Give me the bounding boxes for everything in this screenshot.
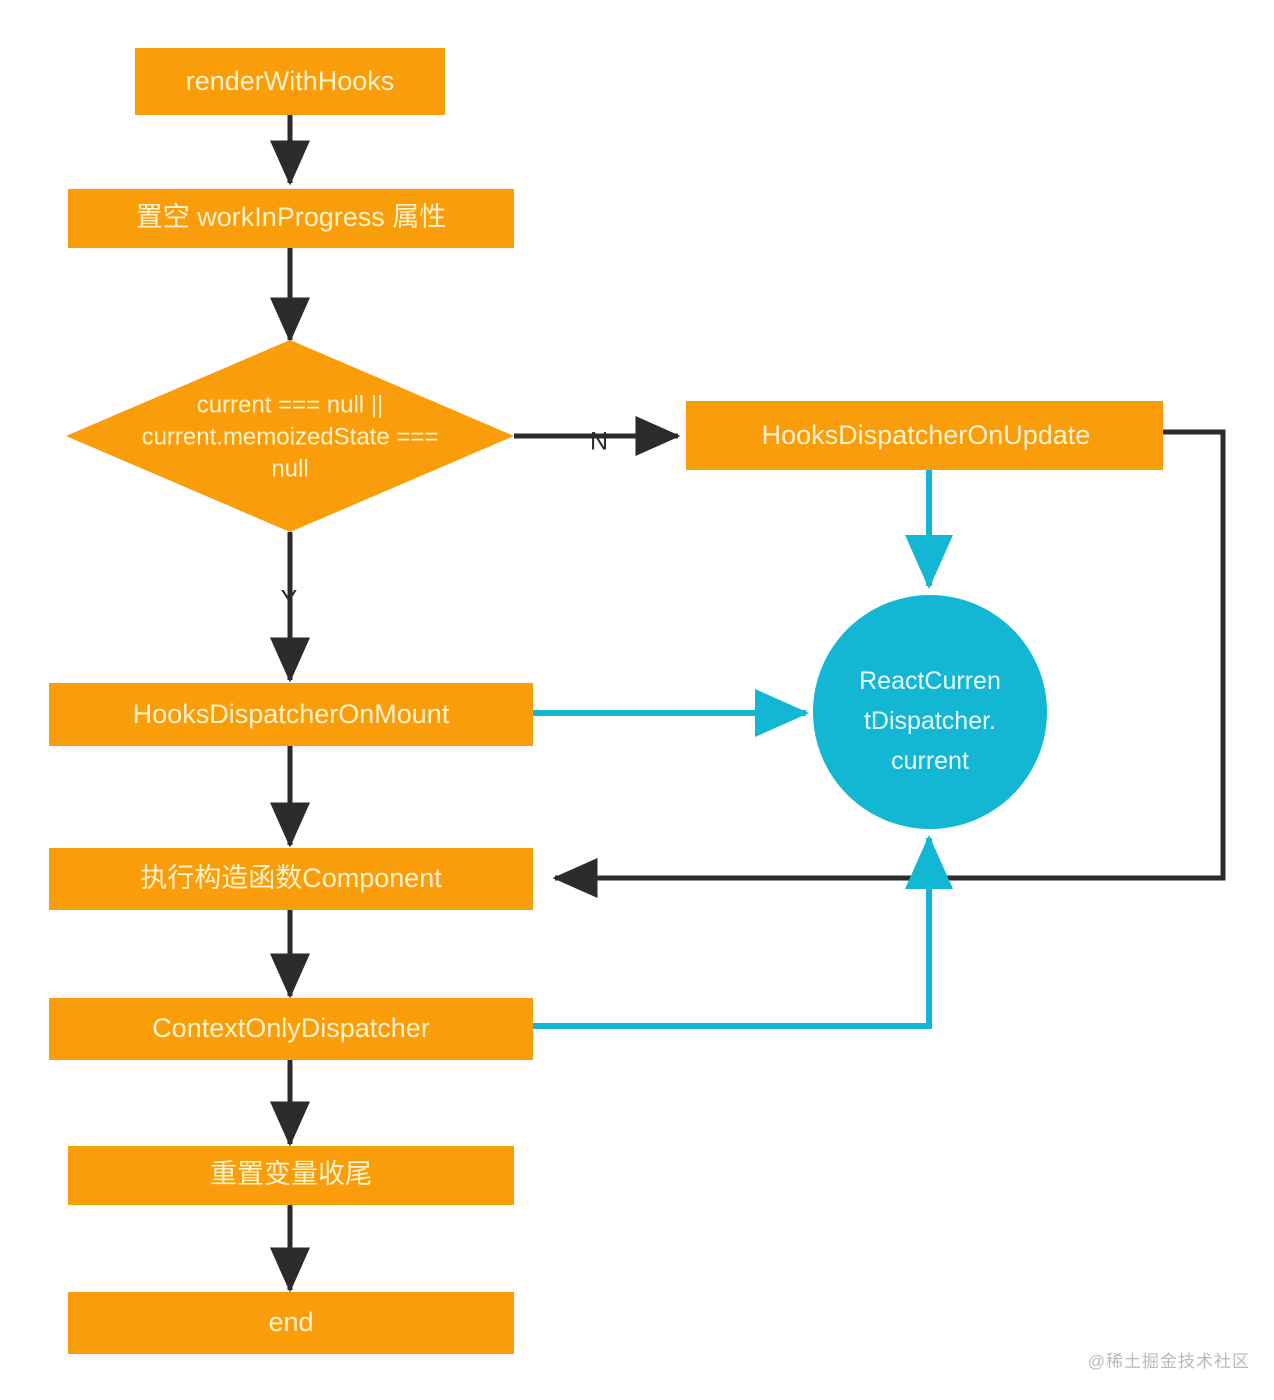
node-label-end: end xyxy=(268,1307,313,1337)
node-label-hooks-dispatcher-on-mount: HooksDispatcherOnMount xyxy=(133,699,450,729)
node-label-decision-line-3: null xyxy=(271,455,308,482)
node-label-reset-variables: 重置变量收尾 xyxy=(210,1159,372,1189)
node-label-decision-line-2: current.memoizedState === xyxy=(142,423,439,450)
node-hooks-dispatcher-on-mount[interactable]: HooksDispatcherOnMount xyxy=(49,683,533,746)
node-execute-component[interactable]: 执行构造函数Component xyxy=(49,848,533,910)
node-end[interactable]: end xyxy=(68,1292,514,1354)
node-label-clear-workinprogress: 置空 workInProgress 属性 xyxy=(136,202,447,232)
node-label-dispatcher-line-1: ReactCurren xyxy=(859,667,1001,695)
node-decision-current-null[interactable]: current === null || current.memoizedStat… xyxy=(66,340,514,532)
node-label-decision-line-1: current === null || xyxy=(197,391,384,418)
node-render-with-hooks[interactable]: renderWithHooks xyxy=(135,48,445,115)
edge-label-yes: Y xyxy=(281,586,298,614)
node-label-execute-component: 执行构造函数Component xyxy=(140,863,442,893)
watermark: @稀土掘金技术社区 xyxy=(1087,1352,1250,1371)
node-react-current-dispatcher[interactable]: ReactCurren tDispatcher. current xyxy=(813,595,1047,829)
node-label-render-with-hooks: renderWithHooks xyxy=(186,66,395,96)
node-clear-workinprogress[interactable]: 置空 workInProgress 属性 xyxy=(68,189,514,248)
edge-contextonly-to-dispatcher xyxy=(533,835,953,1029)
edge-onupdate-return-to-component xyxy=(552,429,1226,898)
edge-label-no: N xyxy=(590,428,608,456)
node-hooks-dispatcher-on-update[interactable]: HooksDispatcherOnUpdate xyxy=(686,401,1163,470)
node-label-dispatcher-line-3: current xyxy=(891,747,969,775)
node-label-context-only-dispatcher: ContextOnlyDispatcher xyxy=(152,1013,430,1043)
node-label-dispatcher-line-2: tDispatcher. xyxy=(864,707,996,735)
node-context-only-dispatcher[interactable]: ContextOnlyDispatcher xyxy=(49,998,533,1060)
node-label-hooks-dispatcher-on-update: HooksDispatcherOnUpdate xyxy=(762,420,1091,450)
node-reset-variables[interactable]: 重置变量收尾 xyxy=(68,1146,514,1205)
